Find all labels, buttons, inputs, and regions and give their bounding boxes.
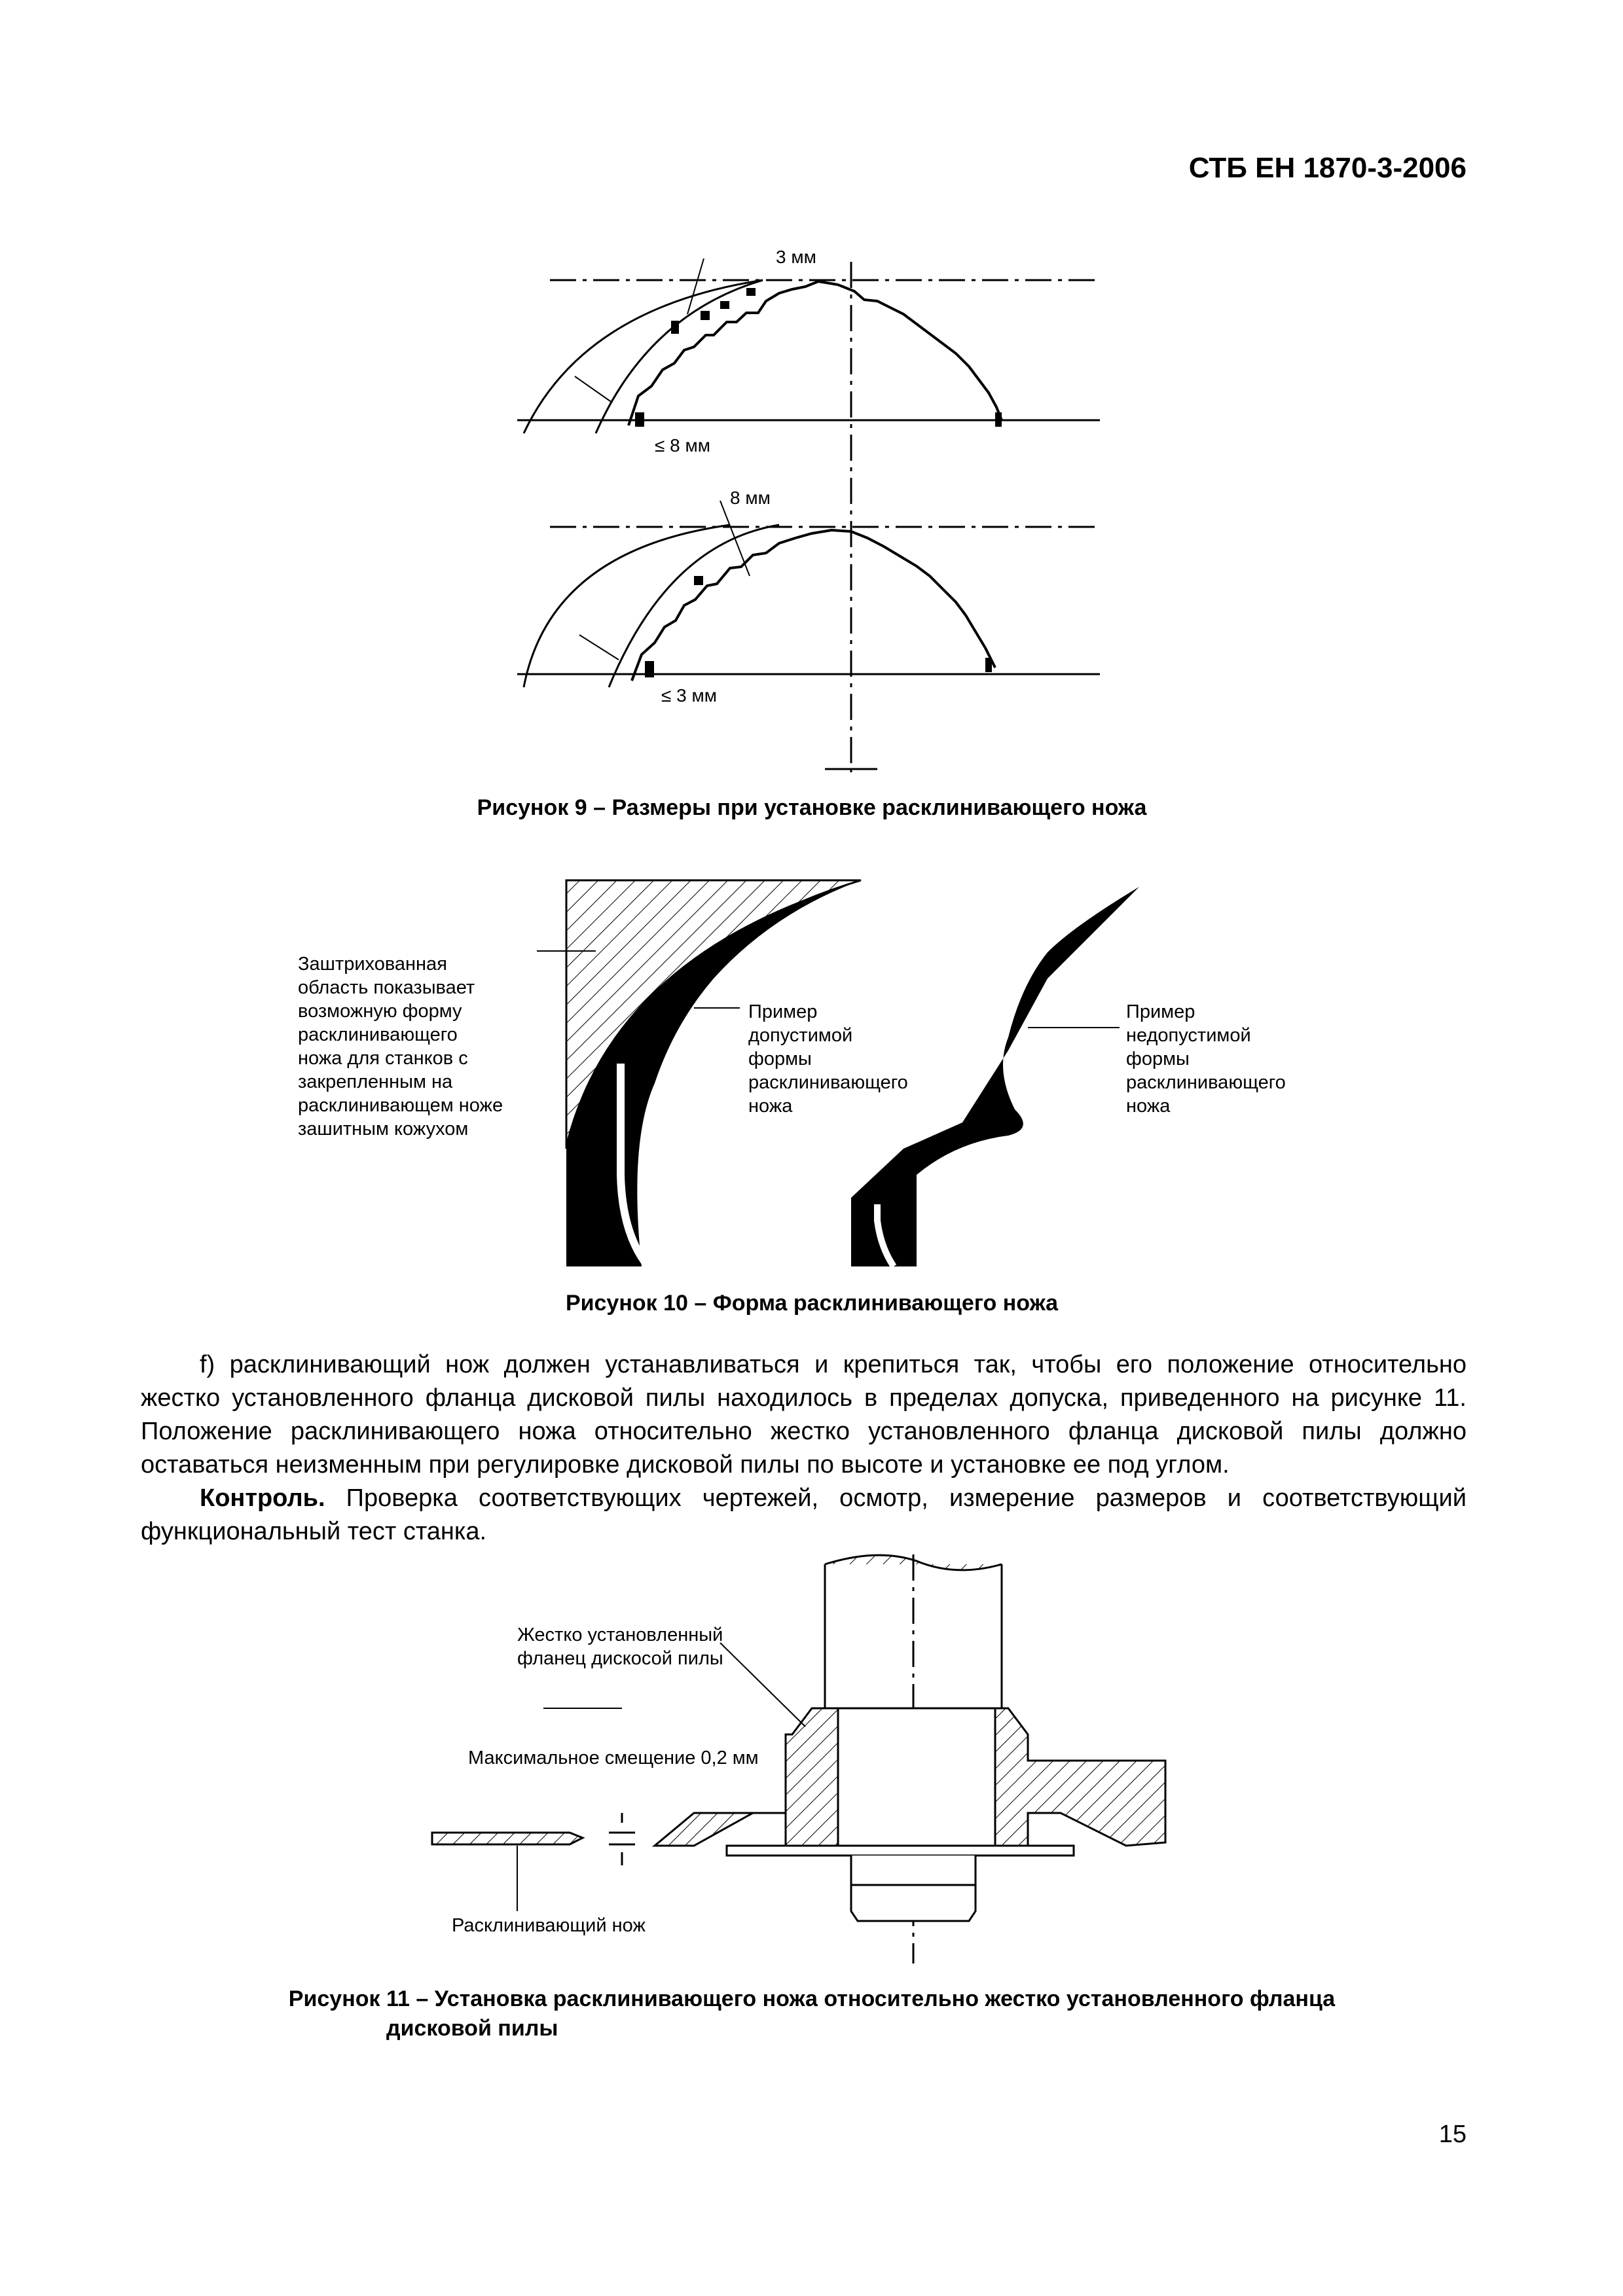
figure-10-drawing — [537, 879, 1139, 1269]
fig9-top-radial-label: ≤ 8 мм — [655, 435, 710, 456]
paragraph-control: Контроль. Проверка соответствующих черте… — [141, 1482, 1467, 1549]
fig10-unacceptable-label: Пример недопустимой формы расклинивающег… — [1126, 1001, 1286, 1117]
figure-9-drawing: 3 мм ≤ 8 мм 8 мм ≤ 3 мм — [517, 247, 1100, 772]
figure-10-caption: Рисунок 10 – Форма расклинивающего ножа — [565, 1291, 1059, 1316]
fig9-top-gap-label: 3 мм — [776, 247, 816, 267]
fig9-bottom-radial-label: ≤ 3 мм — [661, 685, 717, 706]
document-id: СТБ ЕН 1870-3-2006 — [1188, 152, 1467, 184]
body-text: f) расклинивающий нож должен устанавлива… — [141, 1348, 1467, 1549]
figure-11-drawing — [431, 1554, 1167, 1964]
fig11-knife-label: Расклинивающий нож — [452, 1915, 646, 1936]
fig10-hatched-area-label: Заштрихованная область показывает возмож… — [298, 954, 503, 1139]
figure-11-caption-line1: Рисунок 11 – Установка расклинивающего н… — [288, 1986, 1336, 2011]
fig11-flange-label: Жестко установленный фланец дискосой пил… — [517, 1624, 723, 1669]
fig9-bottom-gap-label: 8 мм — [730, 488, 771, 508]
control-label: Контроль. — [200, 1484, 325, 1512]
fig11-max-offset-label: Максимальное смещение 0,2 мм — [468, 1748, 759, 1768]
figure-11-caption-line2: дисковой пилы — [386, 2016, 558, 2041]
page-number: 15 — [1438, 2121, 1467, 2148]
fig10-acceptable-label: Пример допустимой формы расклинивающего … — [748, 1001, 908, 1117]
control-text: Проверка соответствующих чертежей, осмот… — [141, 1484, 1467, 1545]
paragraph-f: f) расклинивающий нож должен устанавлива… — [141, 1351, 1467, 1479]
figure-9-caption: Рисунок 9 – Размеры при установке раскли… — [477, 795, 1147, 820]
